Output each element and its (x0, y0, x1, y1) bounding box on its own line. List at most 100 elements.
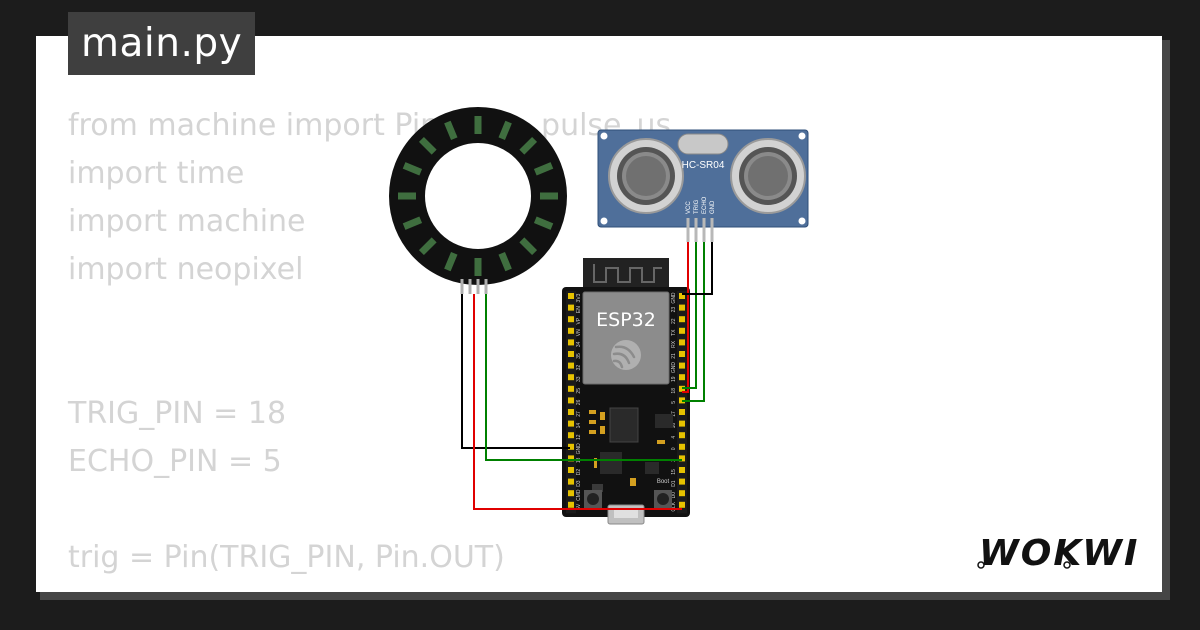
en-button[interactable] (584, 490, 602, 508)
pin[interactable] (679, 362, 685, 369)
wire-ring-vcc (473, 294, 682, 510)
pin[interactable] (568, 327, 574, 334)
code-line: import neopixel (68, 252, 304, 287)
neopixel-led (418, 136, 437, 155)
pin[interactable] (568, 374, 574, 381)
pin-label: 12 (576, 434, 582, 440)
usb-uart-chip (600, 452, 622, 474)
pin[interactable] (679, 293, 685, 299)
led (592, 484, 603, 492)
pin[interactable] (679, 327, 685, 334)
pin[interactable] (679, 467, 685, 473)
pin-label: D1 (671, 480, 677, 487)
code-line: TRIG_PIN = 18 (68, 396, 287, 431)
pin[interactable] (568, 351, 574, 357)
smd-component (630, 478, 636, 486)
pin-label: 5V (576, 503, 582, 510)
neopixel-led (444, 120, 458, 141)
pin[interactable] (679, 374, 685, 381)
pin[interactable] (568, 455, 574, 462)
neopixel-led (398, 192, 416, 200)
code-editor[interactable]: from machine import Pin, time_pulse_us i… (68, 102, 671, 592)
pin[interactable] (568, 420, 574, 427)
pin[interactable] (568, 501, 574, 508)
mount-hole (600, 132, 608, 140)
esp32-board[interactable]: ESP32 3V3ENVPVN343532332526271412GND13D2… (562, 258, 690, 525)
pin-label: 23 (671, 307, 677, 313)
pin-label-trig: TRIG (694, 199, 700, 214)
smd-component (594, 458, 597, 468)
pin[interactable] (679, 316, 685, 323)
smd-component (600, 412, 605, 420)
pin-label: GND (576, 443, 582, 455)
pin[interactable] (568, 339, 574, 346)
pin[interactable] (568, 490, 574, 497)
pin-label: VN (576, 329, 582, 336)
pin[interactable] (679, 432, 685, 439)
neopixel-leds (398, 116, 558, 276)
smd-component (589, 420, 596, 424)
pin-label-vcc: VCC (686, 201, 692, 214)
wire-vcc (682, 242, 689, 393)
smd-component (657, 440, 665, 444)
pin[interactable] (568, 293, 574, 299)
neopixel-led (498, 251, 512, 272)
pin[interactable] (679, 304, 685, 311)
pin[interactable] (568, 478, 574, 485)
boot-label: Boot (657, 479, 670, 485)
boot-button[interactable] (654, 490, 672, 508)
pin[interactable] (679, 478, 685, 485)
pin-label: 0 (671, 447, 677, 450)
esp32-module (582, 291, 670, 385)
neopixel-ring[interactable] (389, 107, 567, 294)
pin-label: D3 (576, 480, 582, 487)
ultrasonic-sensor[interactable]: HC-SR04 VCC TRIG ECHO GND (597, 129, 809, 242)
pin-label: RX (671, 340, 677, 348)
neopixel-led (402, 162, 423, 176)
mount-hole (600, 217, 608, 225)
sensor-label: HC-SR04 (682, 160, 725, 171)
pin[interactable] (679, 409, 685, 415)
wire-gnd (682, 242, 713, 295)
pin-label-echo: ECHO (702, 196, 708, 214)
pin-label: 34 (576, 341, 582, 347)
neopixel-led (498, 120, 512, 141)
pin[interactable] (679, 339, 685, 346)
code-line: import time (68, 156, 245, 191)
header-right (677, 291, 687, 514)
pin[interactable] (679, 455, 685, 462)
pin[interactable] (568, 467, 574, 473)
pin[interactable] (679, 490, 685, 497)
neopixel-led (474, 116, 482, 134)
antenna-area (583, 258, 669, 292)
neopixel-led (418, 237, 437, 256)
pin[interactable] (568, 409, 574, 415)
pin[interactable] (568, 397, 574, 404)
pin-label: 3V3 (576, 293, 582, 302)
pin-label-gnd: GND (710, 200, 716, 214)
neopixel-led (444, 251, 458, 272)
pin[interactable] (568, 362, 574, 369)
mount-hole (798, 217, 806, 225)
pin[interactable] (679, 443, 685, 450)
pin[interactable] (568, 432, 574, 439)
neopixel-led (519, 237, 538, 256)
wire-trig (682, 242, 697, 389)
pin-label: EN (576, 306, 582, 313)
sensor-crystal (677, 133, 729, 155)
pin-label: 26 (576, 399, 582, 405)
pin[interactable] (568, 316, 574, 323)
pin-label: CLK (671, 501, 677, 511)
pin-label: 14 (576, 423, 582, 429)
file-tab[interactable]: main.py (68, 12, 256, 75)
pin[interactable] (568, 385, 574, 392)
pin[interactable] (568, 304, 574, 311)
pin[interactable] (679, 420, 685, 427)
pin-label: D0 (671, 492, 677, 499)
pin[interactable] (679, 501, 685, 508)
pin[interactable] (568, 443, 574, 450)
pin-label: 25 (576, 388, 582, 394)
pin[interactable] (679, 351, 685, 357)
